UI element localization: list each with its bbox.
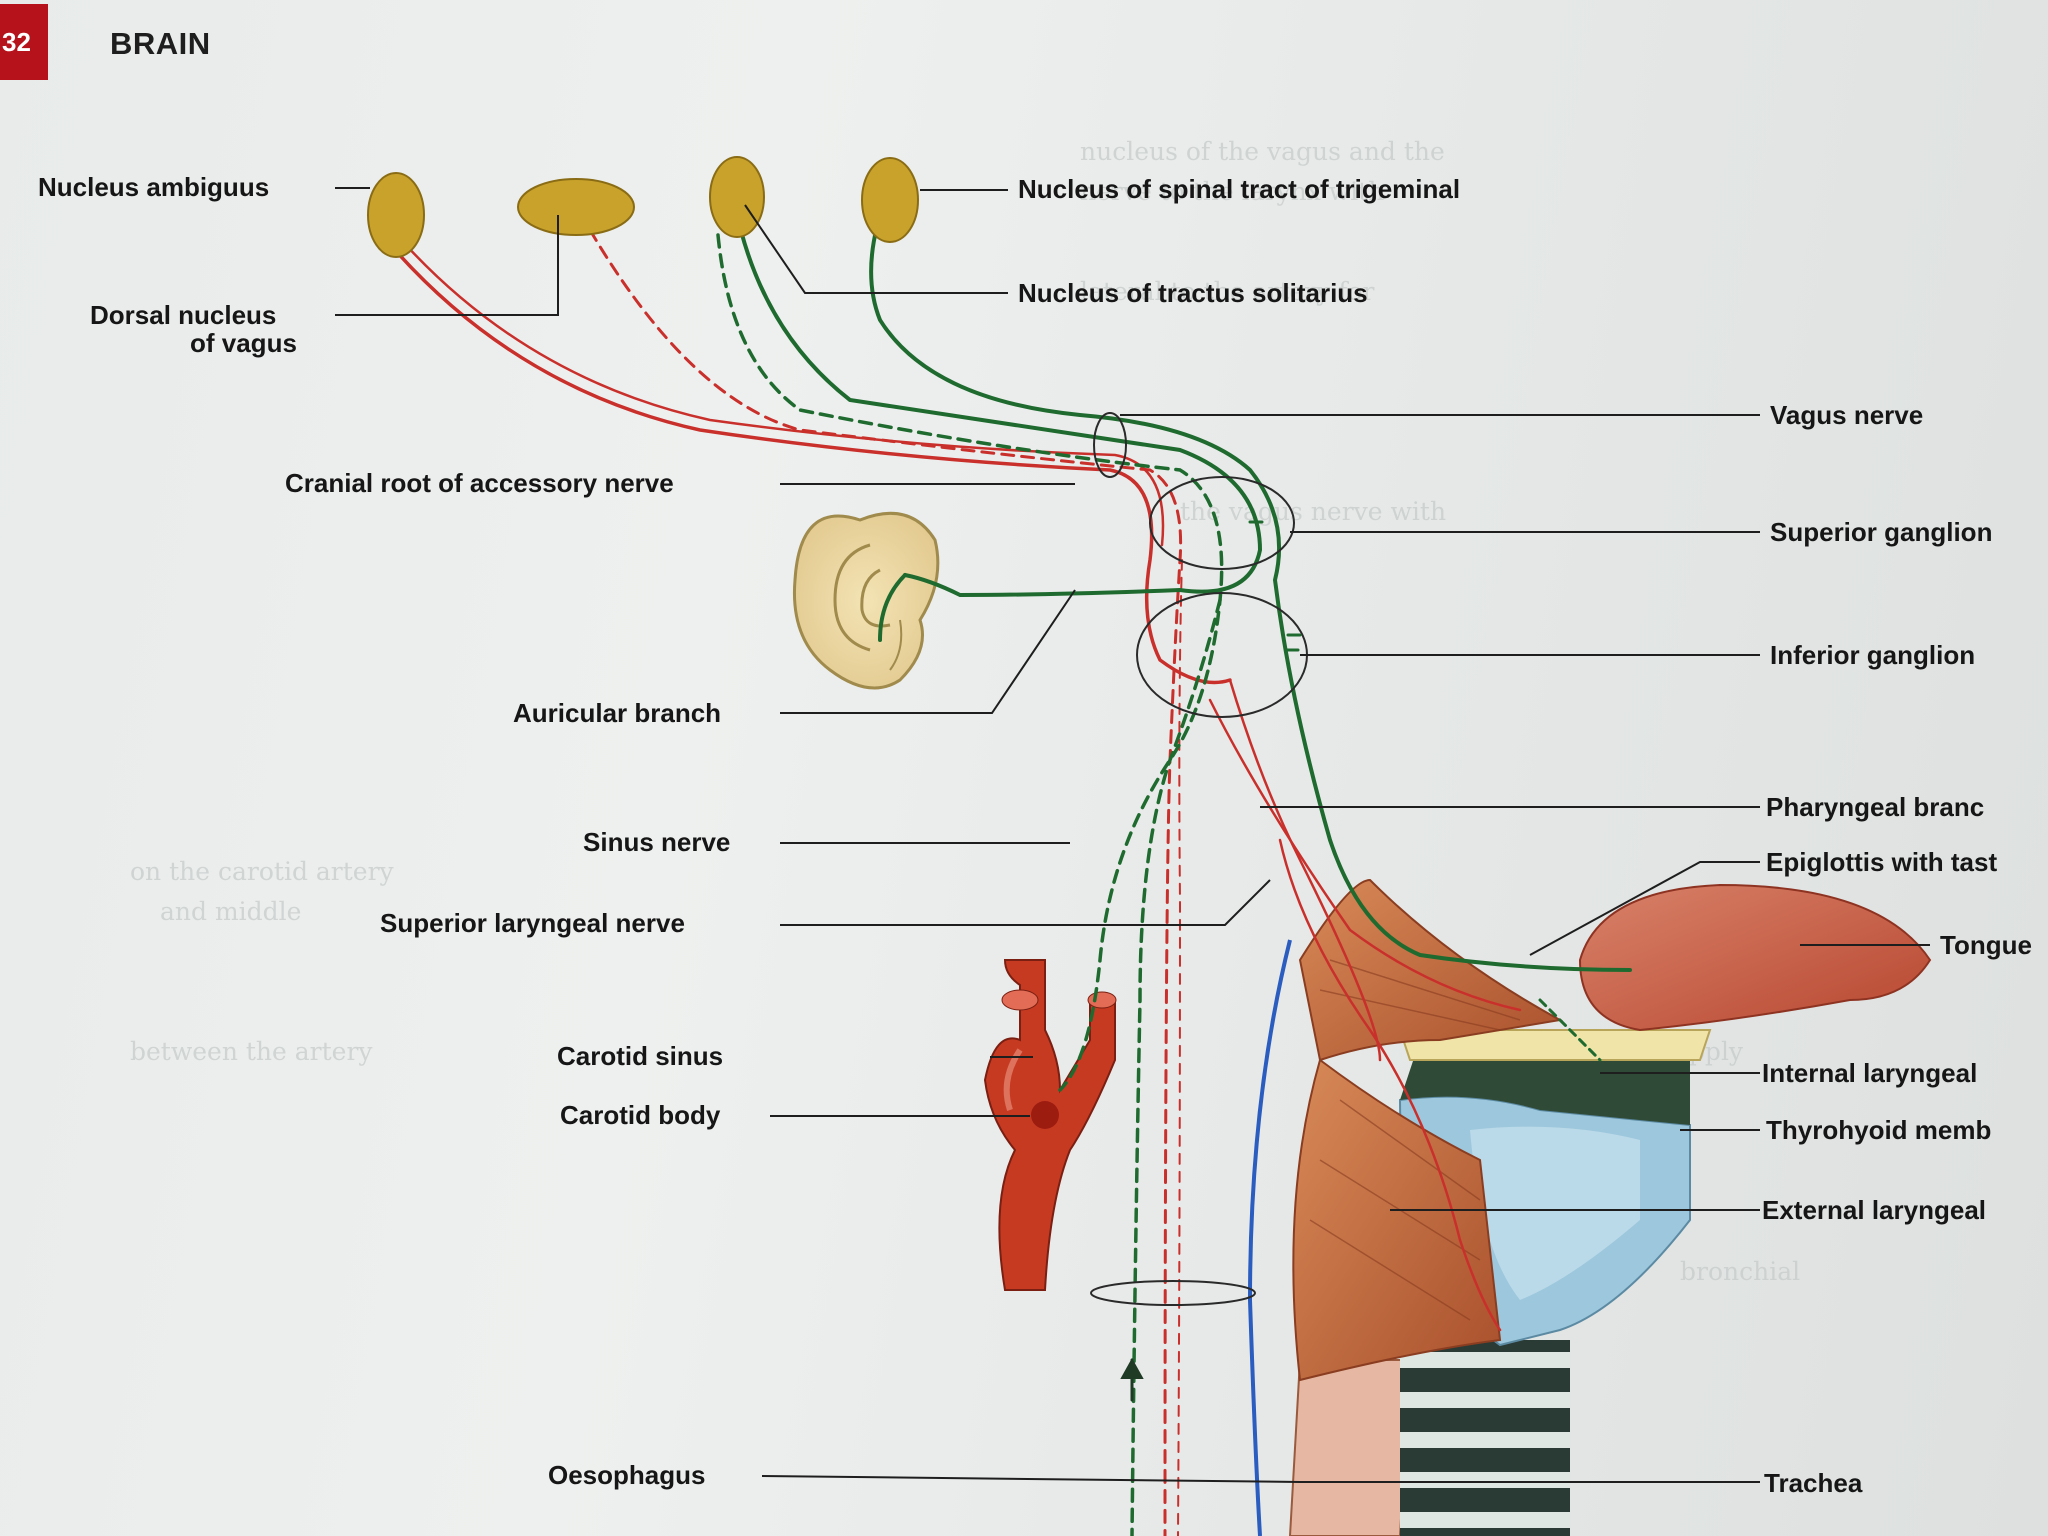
label-oesophagus: Oesophagus	[548, 1460, 705, 1490]
section-title: BRAIN	[110, 26, 211, 61]
hyoid-bone	[1398, 1029, 1712, 1061]
brainstem-nuclei	[367, 156, 919, 258]
carotid-artery	[983, 959, 1117, 1291]
leader-lines	[335, 187, 1930, 1483]
nerve-pathways	[393, 198, 1632, 1536]
label-tractus-solitarius: Nucleus of tractus solitarius	[1018, 278, 1368, 308]
label-carotid-body: Carotid body	[560, 1100, 721, 1130]
svg-text:nerve to the larynx with: nerve to the larynx with	[1080, 177, 1384, 206]
label-dorsal-nucleus-2: of vagus	[190, 328, 297, 358]
page-number-tab: 32	[0, 4, 48, 80]
svg-text:bronchial: bronchial	[1680, 1257, 1800, 1286]
label-vagus-nerve: Vagus nerve	[1770, 400, 1923, 430]
thyrohyoid-membrane	[1400, 1040, 1690, 1125]
trachea-rings	[1400, 1340, 1570, 1536]
label-pharyngeal-branch: Pharyngeal branc	[1766, 792, 1984, 822]
inferior-ganglion-circle	[1136, 592, 1308, 718]
svg-text:lateral to the artery for: lateral to the artery for	[1080, 277, 1374, 306]
label-spinal-trigeminal: Nucleus of spinal tract of trigeminal	[1018, 174, 1460, 204]
tongue-shape	[1578, 883, 1932, 1032]
svg-text:on the carotid artery: on the carotid artery	[130, 857, 395, 886]
label-nucleus-ambiguus: Nucleus ambiguus	[38, 172, 269, 202]
label-trachea: Trachea	[1764, 1468, 1863, 1498]
dorsal-nucleus-shape	[517, 178, 635, 236]
svg-text:and middle: and middle	[160, 897, 301, 926]
label-superior-ganglion: Superior ganglion	[1770, 517, 1992, 547]
superior-ganglion-circle	[1149, 476, 1295, 570]
right-labels: Nucleus of spinal tract of trigeminal Nu…	[1018, 174, 2032, 1498]
ear-illustration	[792, 511, 940, 690]
label-tongue: Tongue	[1940, 930, 2032, 960]
label-thyrohyoid: Thyrohyoid memb	[1766, 1115, 1991, 1145]
label-internal-laryngeal: Internal laryngeal	[1762, 1058, 1977, 1088]
nucleus-ambiguus-shape	[367, 172, 425, 258]
label-carotid-sinus: Carotid sinus	[557, 1041, 723, 1071]
label-cranial-root: Cranial root of accessory nerve	[285, 468, 674, 498]
label-external-laryngeal: External laryngeal	[1762, 1195, 1986, 1225]
label-sinus-nerve: Sinus nerve	[583, 827, 730, 857]
left-labels: Nucleus ambiguus Dorsal nucleus of vagus…	[38, 172, 730, 1490]
tractus-solitarius-shape	[709, 156, 765, 238]
svg-text:nucleus of the vagus and the: nucleus of the vagus and the	[1080, 137, 1445, 166]
larynx-region	[1288, 878, 1932, 1536]
trigeminal-nucleus-shape	[861, 157, 919, 243]
label-dorsal-nucleus-1: Dorsal nucleus	[90, 300, 276, 330]
label-superior-laryngeal: Superior laryngeal nerve	[380, 908, 685, 938]
svg-text:the vagus nerve with: the vagus nerve with	[1180, 497, 1446, 526]
carotid-body-shape	[1031, 1101, 1059, 1129]
background-page-text: nucleus of the vagus and the nerve to th…	[130, 137, 1800, 1286]
label-auricular-branch: Auricular branch	[513, 698, 721, 728]
label-epiglottis: Epiglottis with tast	[1766, 847, 1997, 877]
svg-text:between the artery: between the artery	[130, 1037, 373, 1066]
label-inferior-ganglion: Inferior ganglion	[1770, 640, 1975, 670]
cricothyroid-muscle	[1292, 1058, 1502, 1382]
vein-line	[1247, 939, 1292, 1536]
